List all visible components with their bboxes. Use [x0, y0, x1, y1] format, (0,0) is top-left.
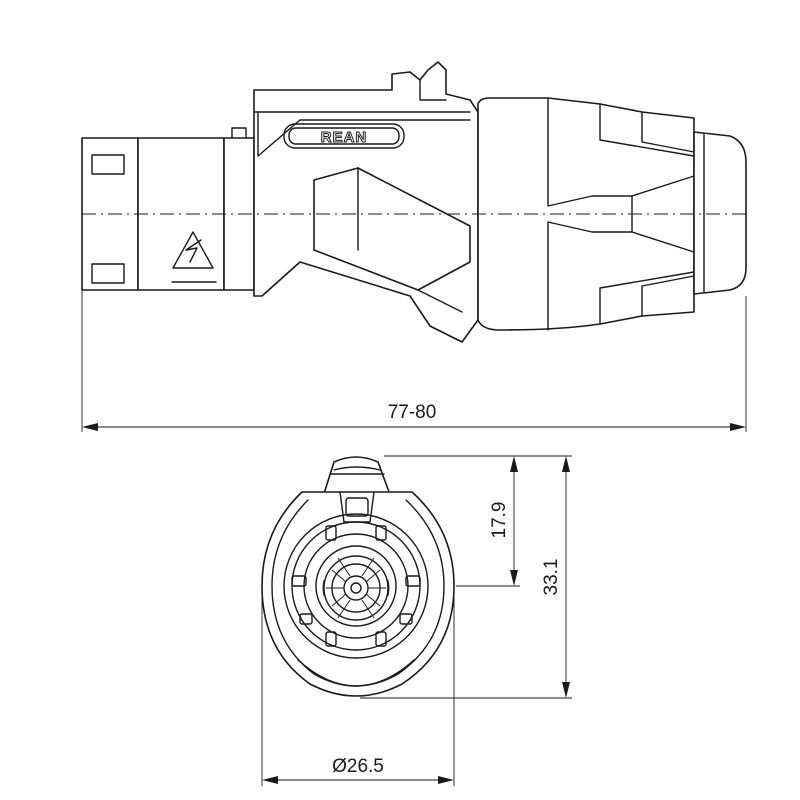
outer-diameter-dimension: Ø26.5	[261, 596, 455, 786]
connector-front-view	[261, 456, 455, 697]
brand-logo-text: REAN	[321, 129, 368, 146]
overall-length-dimension: 77-80	[81, 290, 747, 432]
outer-diameter-label: Ø26.5	[332, 756, 384, 777]
brand-logo: REAN	[283, 123, 405, 149]
connector-side-view: REAN	[81, 61, 747, 343]
center-height-dimension: 17.9	[456, 456, 520, 587]
total-height-dimension: 33.1	[360, 455, 572, 699]
warning-triangle-icon	[172, 231, 214, 269]
total-height-label: 33.1	[541, 559, 562, 596]
overall-length-label: 77-80	[388, 402, 437, 423]
center-height-label: 17.9	[489, 502, 510, 539]
